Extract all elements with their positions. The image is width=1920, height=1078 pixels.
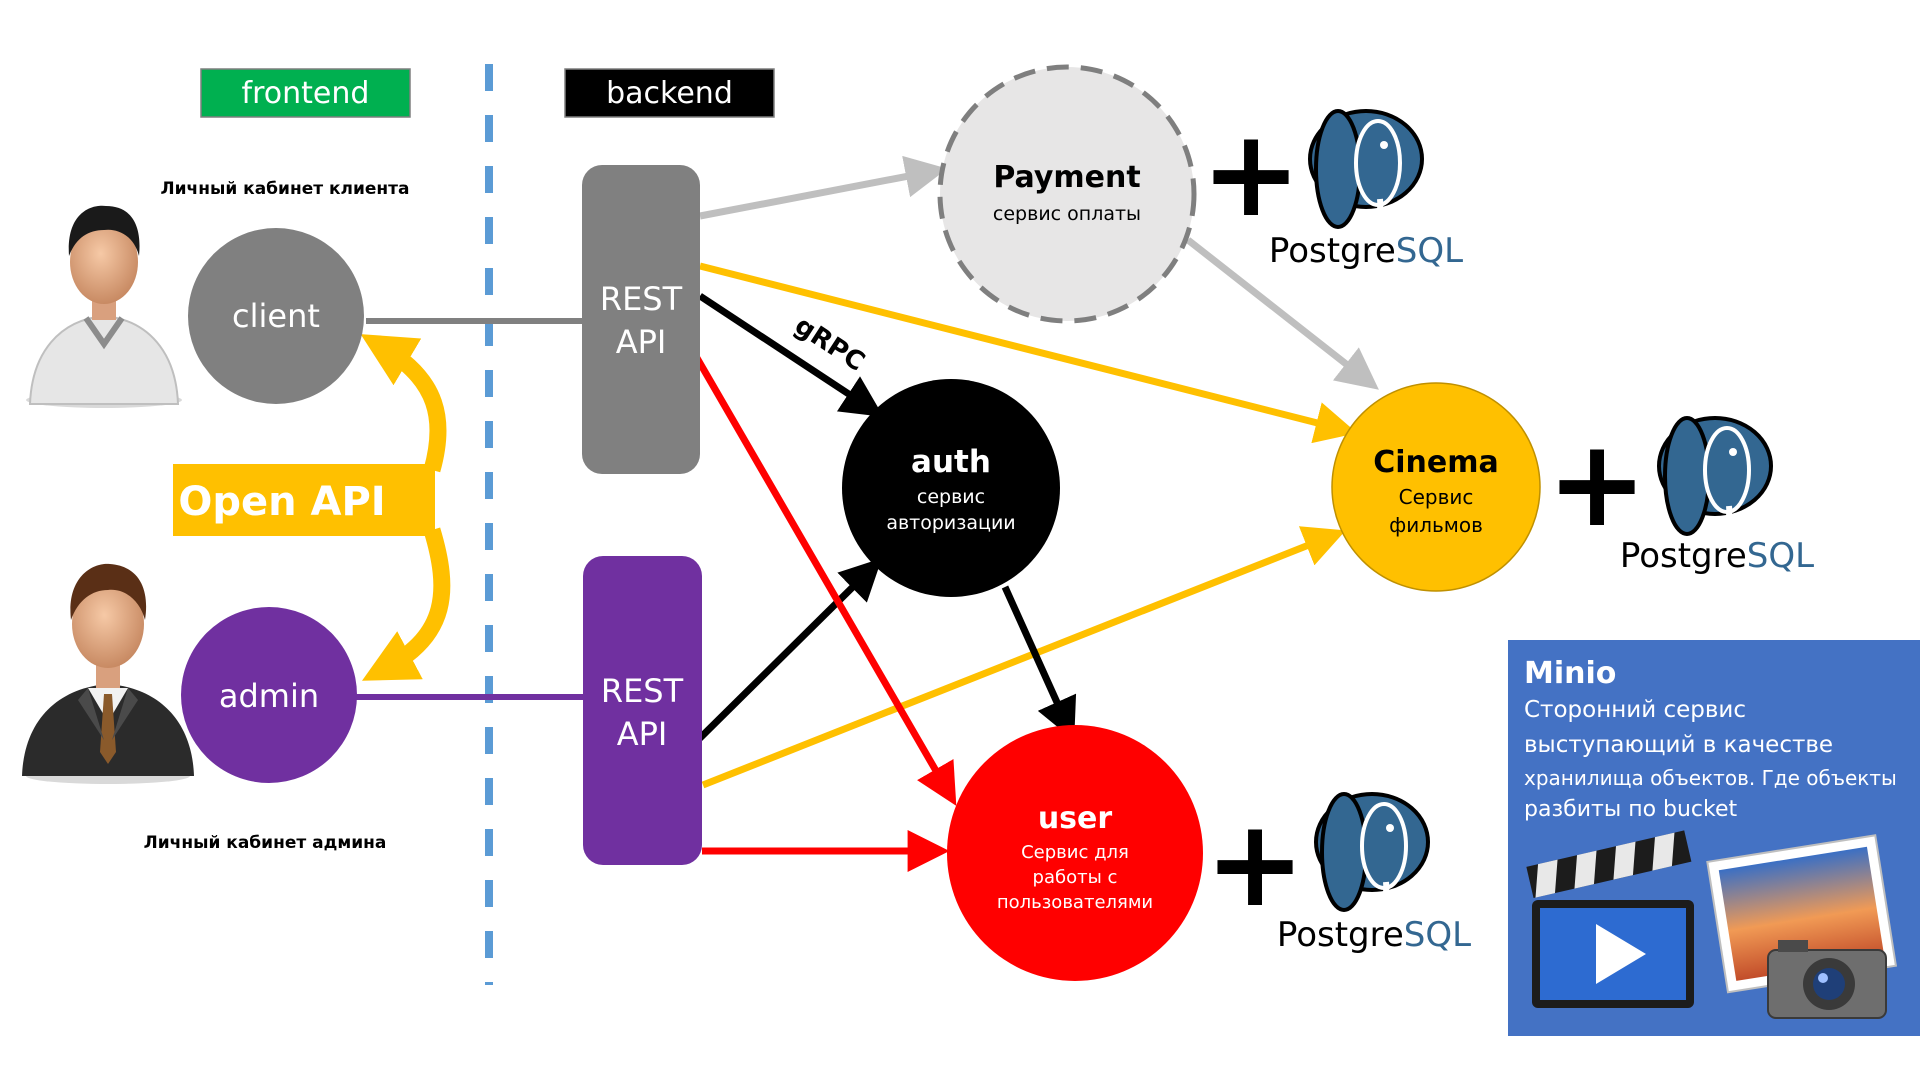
svg-text:Сторонний сервис: Сторонний сервис bbox=[1524, 697, 1746, 723]
grpc-label: gRPC bbox=[789, 311, 870, 378]
cinema-service: Cinema Сервис фильмов bbox=[1331, 382, 1541, 592]
svg-text:сервис оплаты: сервис оплаты bbox=[993, 203, 1141, 225]
svg-text:выступающий в качестве: выступающий в качестве bbox=[1524, 732, 1833, 758]
svg-text:PostgreSQL: PostgreSQL bbox=[1277, 915, 1471, 955]
svg-text:работы с: работы с bbox=[1033, 867, 1118, 888]
svg-text:frontend: frontend bbox=[242, 76, 370, 111]
svg-text:+: + bbox=[1547, 415, 1648, 554]
postgresql-elephant-icon bbox=[1308, 109, 1424, 234]
postgresql-cinema: + PostgreSQL bbox=[1547, 415, 1814, 576]
auth-service: auth сервис авторизации bbox=[842, 379, 1060, 597]
svg-text:Cinema: Cinema bbox=[1373, 445, 1499, 480]
rest-api-bottom: REST API bbox=[583, 556, 702, 865]
admin-cabinet-label: Личный кабинет админа bbox=[144, 833, 387, 853]
client-node: client bbox=[188, 228, 364, 404]
payment-service: Payment сервис оплаты bbox=[937, 64, 1197, 324]
postgresql-user: + PostgreSQL bbox=[1205, 792, 1471, 955]
frontend-label: frontend bbox=[200, 68, 411, 118]
client-user-icon bbox=[26, 205, 182, 408]
open-api-connector: Open API bbox=[173, 334, 451, 681]
svg-text:разбиты по bucket: разбиты по bucket bbox=[1524, 797, 1738, 822]
svg-text:auth: auth bbox=[911, 444, 991, 480]
postgresql-elephant-icon bbox=[1657, 416, 1773, 541]
user-service: user Сервис для работы с пользователями bbox=[947, 725, 1203, 981]
client-cabinet-label: Личный кабинет клиента bbox=[161, 179, 410, 199]
postgresql-elephant-icon bbox=[1314, 792, 1430, 917]
svg-text:PostgreSQL: PostgreSQL bbox=[1620, 536, 1814, 576]
svg-text:REST: REST bbox=[600, 280, 683, 318]
rest-api-top: REST API bbox=[582, 165, 700, 474]
svg-text:Сервис: Сервис bbox=[1399, 485, 1474, 509]
svg-text:user: user bbox=[1038, 801, 1113, 836]
admin-user-icon bbox=[22, 563, 194, 784]
admin-node: admin bbox=[181, 607, 357, 783]
svg-text:Сервис для: Сервис для bbox=[1021, 842, 1129, 863]
svg-text:PostgreSQL: PostgreSQL bbox=[1269, 231, 1463, 271]
svg-text:хранилища объектов. Где объект: хранилища объектов. Где объекты bbox=[1524, 766, 1897, 790]
svg-text:Minio: Minio bbox=[1524, 656, 1616, 691]
svg-text:admin: admin bbox=[219, 677, 319, 715]
svg-text:+: + bbox=[1201, 105, 1302, 244]
svg-text:пользователями: пользователями bbox=[997, 892, 1153, 913]
photo-camera-icon bbox=[1706, 834, 1898, 1019]
svg-text:API: API bbox=[617, 715, 668, 753]
svg-text:Payment: Payment bbox=[993, 160, 1140, 195]
svg-text:client: client bbox=[232, 297, 320, 335]
svg-text:REST: REST bbox=[601, 672, 684, 710]
svg-text:сервис: сервис bbox=[917, 486, 985, 508]
svg-text:Open API: Open API bbox=[178, 479, 385, 525]
minio-panel: Minio Сторонний сервис выступающий в кач… bbox=[1508, 640, 1920, 1036]
postgresql-payment: + PostgreSQL bbox=[1201, 105, 1463, 271]
svg-text:backend: backend bbox=[606, 76, 733, 111]
svg-text:+: + bbox=[1205, 795, 1306, 934]
service-arrows bbox=[692, 155, 1379, 872]
svg-text:авторизации: авторизации bbox=[886, 512, 1015, 534]
backend-label: backend bbox=[564, 68, 775, 118]
svg-text:API: API bbox=[616, 323, 667, 361]
svg-text:фильмов: фильмов bbox=[1389, 513, 1483, 537]
video-clapper-icon bbox=[1526, 830, 1694, 1008]
